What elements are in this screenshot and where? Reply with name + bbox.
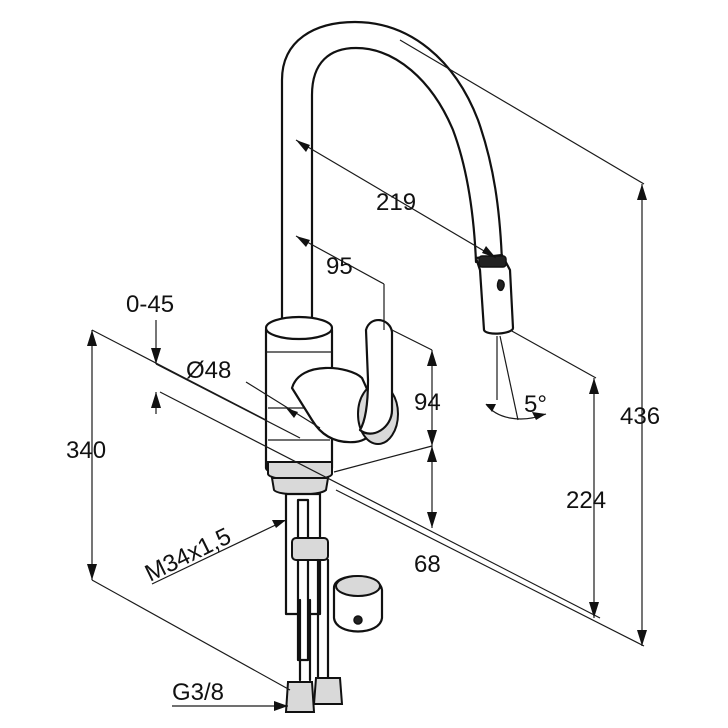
dim-base-height: 68 — [414, 551, 441, 578]
spout-outer — [280, 20, 504, 324]
hose-nut-right — [312, 677, 344, 705]
faucet — [264, 20, 515, 713]
body-top-rim — [264, 315, 334, 341]
dimension-lines — [87, 39, 647, 711]
dim-height-adjust: 0-45 — [126, 291, 174, 318]
dim-body-diameter: Ø48 — [186, 357, 231, 384]
spout-inner — [310, 46, 478, 324]
hose-nut-left — [284, 681, 316, 713]
dim-lever-reach: 95 — [326, 253, 353, 280]
supply-hose-right — [316, 558, 330, 682]
dim-spray-height: 224 — [566, 487, 606, 514]
dim-connection: G3/8 — [172, 679, 224, 706]
dim-spout-reach: 219 — [376, 189, 416, 216]
dim-thread: M34x1,5 — [141, 523, 236, 588]
hose-weight-top — [335, 575, 381, 597]
spray-head-band — [478, 255, 507, 268]
dim-total-height-lower: 340 — [66, 437, 106, 464]
dim-lever-height: 94 — [414, 389, 441, 416]
thread-rod — [296, 498, 310, 662]
dim-swivel-angle: 5° — [524, 391, 547, 418]
spray-head — [474, 253, 515, 335]
dim-total-height: 436 — [620, 403, 660, 430]
base-ring-lower — [270, 477, 330, 496]
lever-handle — [358, 319, 394, 435]
supply-hose-left — [298, 598, 312, 682]
clamp-nut — [291, 537, 329, 561]
spray-head-button — [496, 279, 505, 292]
